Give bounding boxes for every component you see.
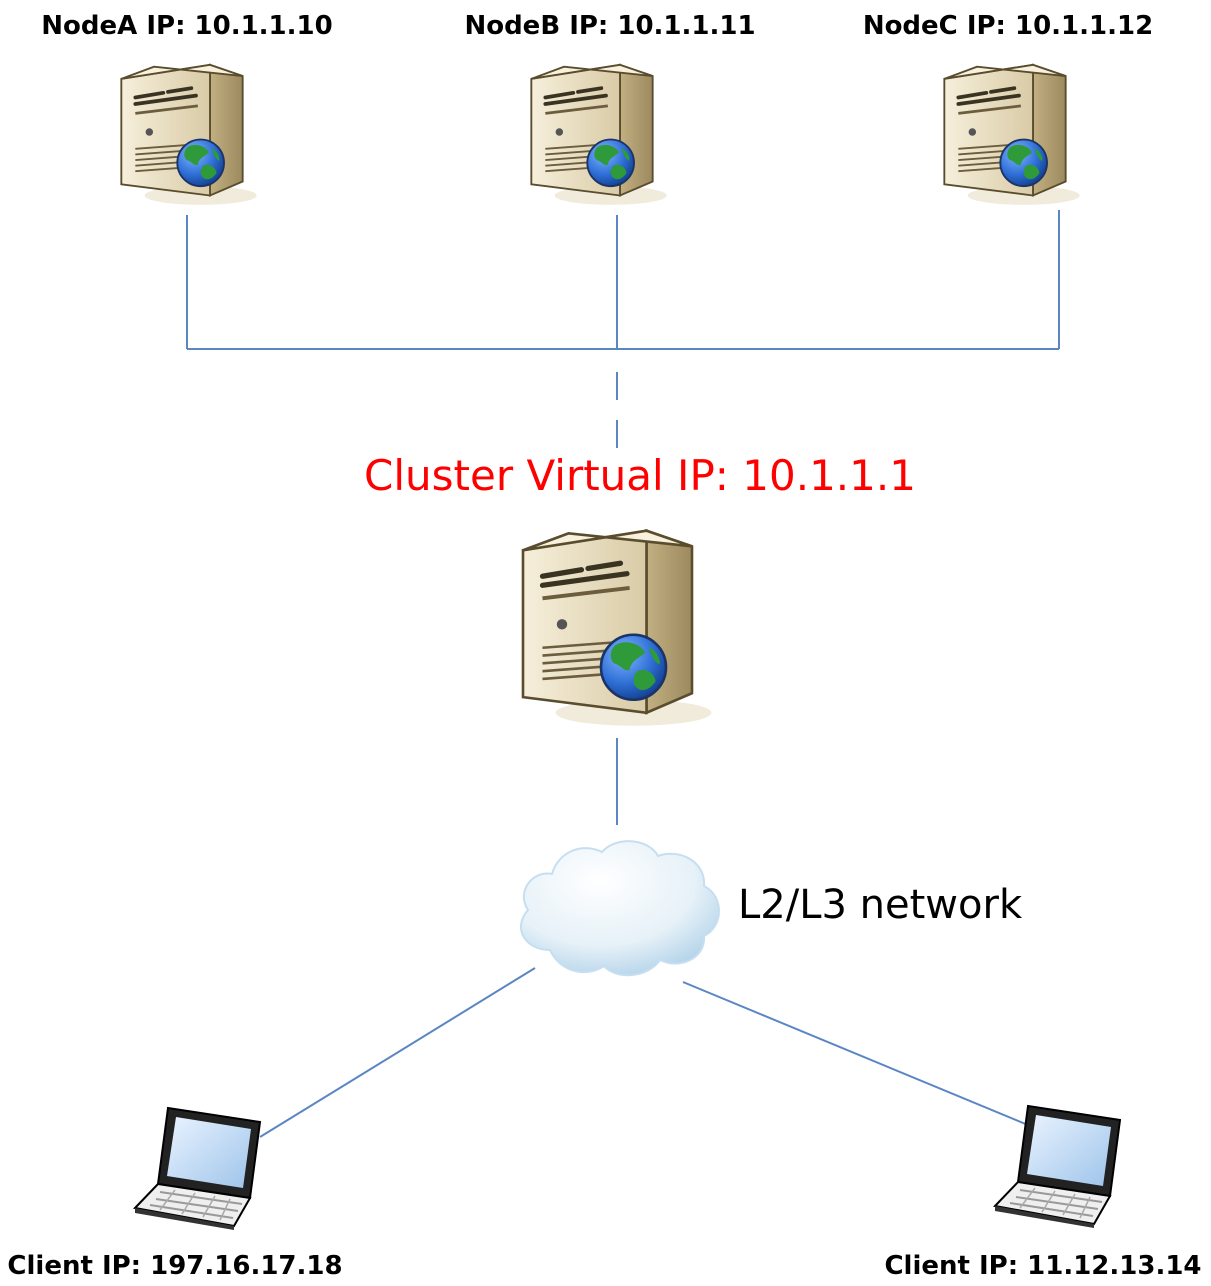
- client-right-label: Client IP: 11.12.13.14: [884, 1251, 1201, 1281]
- cluster-virtual-ip-label: Cluster Virtual IP: 10.1.1.1: [364, 451, 916, 500]
- server-icon: [523, 531, 712, 726]
- client-left-laptop: [134, 1107, 261, 1231]
- node-b-label: NodeB IP: 10.1.1.11: [464, 11, 755, 41]
- connections: [186, 210, 1060, 1138]
- server-icon: [529, 62, 669, 207]
- server-icon: [119, 62, 259, 207]
- server-icon: [942, 62, 1082, 207]
- link-cloud-to-client-left: [259, 967, 536, 1138]
- node-b-server: [529, 62, 669, 207]
- laptop-icon: [994, 1105, 1121, 1229]
- cluster-server: [523, 531, 712, 726]
- network-label: L2/L3 network: [738, 882, 1023, 928]
- node-c-label: NodeC IP: 10.1.1.12: [863, 11, 1153, 41]
- node-a-label: NodeA IP: 10.1.1.10: [41, 11, 332, 41]
- node-c-server: [942, 62, 1082, 207]
- link-cloud-to-client-right: [682, 981, 1041, 1131]
- client-left-label: Client IP: 197.16.17.18: [7, 1251, 342, 1281]
- cloud-icon: [520, 840, 720, 977]
- laptop-icon: [134, 1107, 261, 1231]
- client-right-laptop: [994, 1105, 1121, 1229]
- node-a-server: [119, 62, 259, 207]
